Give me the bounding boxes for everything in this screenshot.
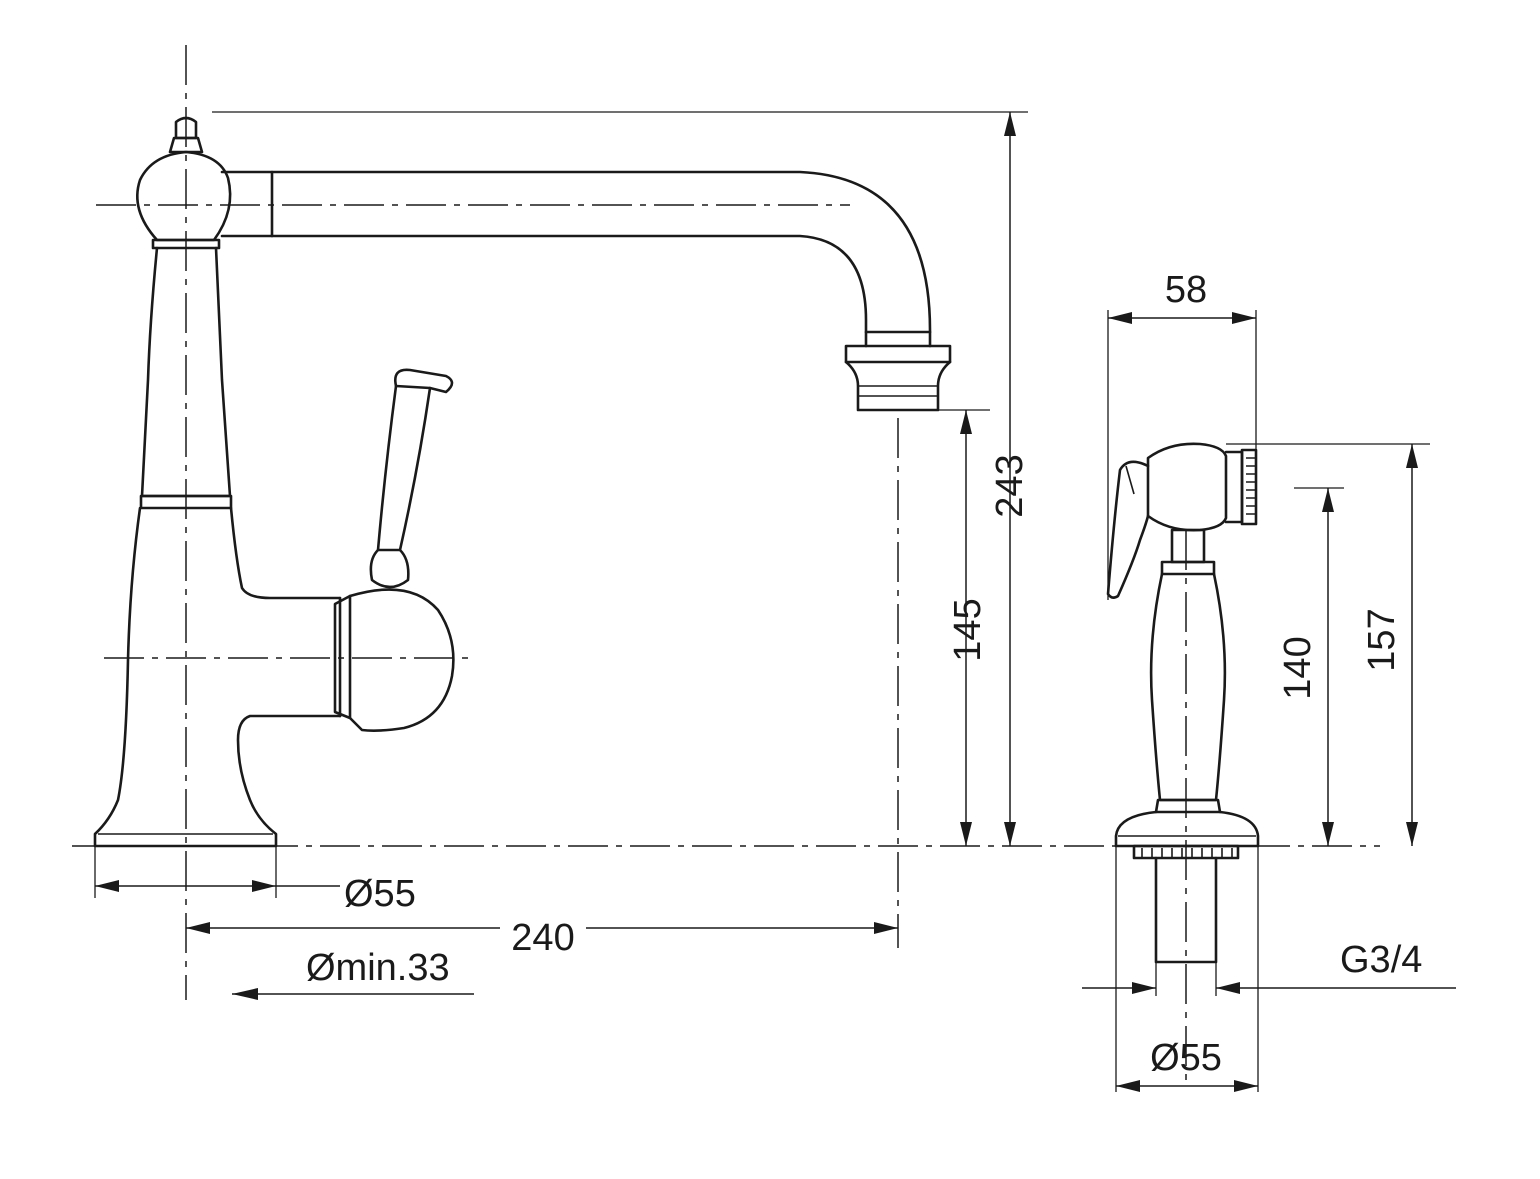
faucet-outline xyxy=(93,116,952,848)
dimension-thread: G3/4 xyxy=(1082,939,1456,996)
dimension-spout-reach: 240 xyxy=(186,912,898,959)
dimension-outlet-height: 145 xyxy=(912,409,990,846)
side-spray-outline xyxy=(1106,442,1260,964)
label-58: 58 xyxy=(1165,269,1207,311)
label-157: 157 xyxy=(1361,608,1403,671)
dimension-spray-handle-height: 140 xyxy=(1277,487,1344,846)
dimension-spray-width: 58 xyxy=(1107,269,1257,600)
dimension-hole-diameter: Ømin.33 xyxy=(232,947,474,1000)
dimension-spray-base-diameter: Ø55 xyxy=(1115,846,1259,1092)
dimension-base-diameter: Ø55 xyxy=(94,846,416,915)
label-240: 240 xyxy=(511,917,574,959)
label-145: 145 xyxy=(947,598,989,661)
label-140: 140 xyxy=(1277,636,1319,699)
label-hole-diameter: Ømin.33 xyxy=(306,947,450,989)
dimension-spout-height: 243 xyxy=(212,111,1031,846)
dimension-spray-total-height: 157 xyxy=(1226,443,1430,846)
label-base-diameter: Ø55 xyxy=(344,873,416,915)
label-thread: G3/4 xyxy=(1340,939,1422,981)
label-spray-base-diameter: Ø55 xyxy=(1150,1037,1222,1079)
label-243: 243 xyxy=(989,454,1031,517)
